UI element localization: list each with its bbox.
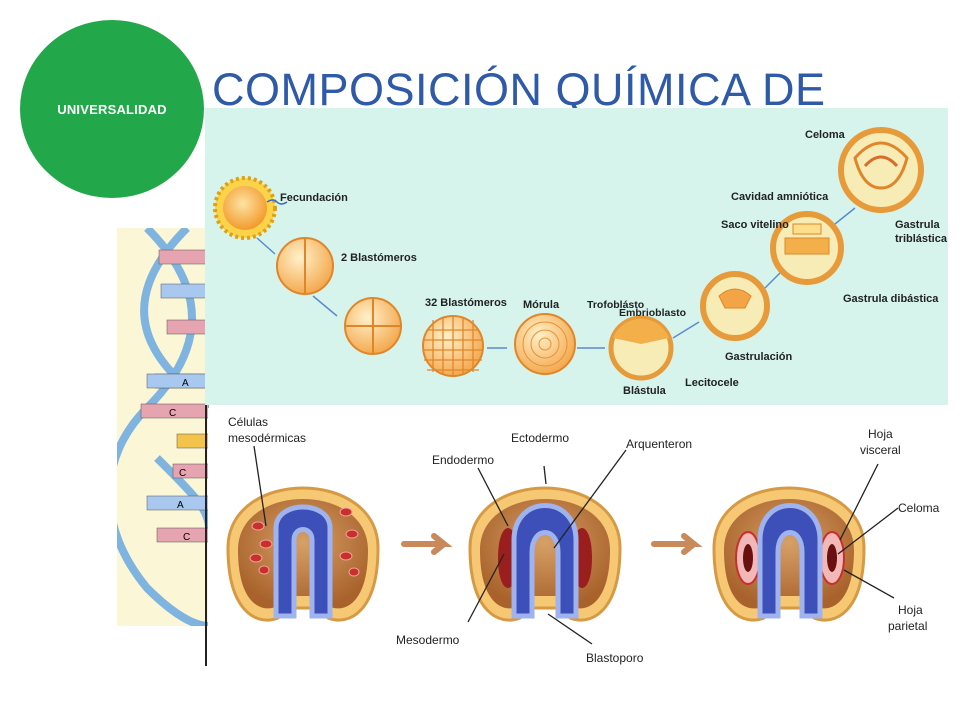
gastrula-cross-sections-diagram: Células mesodérmicas Ectodermo Endodermo…	[208, 408, 960, 670]
label-endoderm: Endodermo	[432, 453, 494, 467]
label-visceral: visceral	[860, 443, 901, 457]
stage-label: Gastrula dibástica	[843, 293, 939, 305]
stage-label: Mórula	[523, 299, 560, 311]
label-mesoderm: Mesodermo	[396, 633, 460, 647]
arrow-icon	[651, 533, 703, 555]
gastrula-early: Células mesodérmicas	[226, 415, 380, 622]
universality-badge: UNIVERSALIDAD	[20, 20, 204, 198]
label-parietal: parietal	[888, 619, 927, 633]
dna-base-label: C	[169, 408, 176, 419]
zygote-stage: Fecundación	[213, 176, 348, 240]
stage-label: triblástica	[895, 233, 948, 245]
gastrula-late: Hoja visceral Celoma Hoja parietal	[712, 427, 940, 633]
stage-label: 32 Blastómeros	[425, 297, 507, 309]
stage-label: Cavidad amniótica	[731, 191, 829, 203]
label-blastopore: Blastoporo	[586, 651, 644, 665]
label-archenteron: Arquenteron	[626, 437, 692, 451]
stage-label: Fecundación	[280, 192, 348, 204]
stage-label: Embrioblasto	[619, 307, 686, 319]
stage-label: Saco vitelino	[721, 219, 789, 231]
label-coelom: Celoma	[898, 501, 940, 515]
slide-title: COMPOSICIÓN QUÍMICA DE	[212, 64, 826, 115]
label-leaf: Hoja	[898, 603, 923, 617]
gastrula-middle: Ectodermo Endodermo Arquenteron Mesoderm…	[396, 431, 692, 665]
dna-base-label: A	[177, 500, 184, 511]
label-leaf: Hoja	[868, 427, 893, 441]
stage-label: Blástula	[623, 385, 667, 397]
label-ectoderm: Ectodermo	[511, 431, 569, 445]
stage-label: Gastrulación	[725, 351, 793, 363]
stage-label: Celoma	[805, 129, 846, 141]
divider-line	[205, 400, 207, 666]
didermic-gastrula-stage: Saco vitelino Cavidad amniótica Gastrula…	[721, 191, 939, 305]
badge-label: UNIVERSALIDAD	[57, 101, 167, 117]
embryo-development-diagram: Fecundación 2 Blastómeros 32 Blastóm	[205, 108, 948, 405]
morula-stage: Mórula	[514, 299, 576, 375]
dna-base-label: C	[183, 532, 190, 543]
stage-label: Trofoblásto	[587, 299, 644, 311]
gastrulation-stage: Gastrulación	[700, 271, 793, 363]
blastula-stage: Trofoblásto Embrioblasto Blástula Lecito…	[587, 299, 739, 397]
dna-base-pair: C	[140, 403, 209, 419]
label-cells: Células	[228, 415, 268, 429]
thirtytwo-cell-stage: 32 Blastómeros	[344, 297, 507, 377]
stage-label: 2 Blastómeros	[341, 252, 417, 264]
dna-base-pair: A	[146, 495, 209, 511]
dna-helix-image: A C C A C	[117, 228, 209, 626]
stage-label: Gastrula	[895, 219, 941, 231]
label-mesodermic: mesodérmicas	[228, 431, 306, 445]
stage-label: Lecitocele	[685, 377, 739, 389]
dna-base-pair: C	[172, 463, 209, 479]
two-cell-stage: 2 Blastómeros	[276, 237, 417, 295]
dna-base-pair: A	[146, 373, 209, 389]
dna-base-label: A	[182, 378, 189, 389]
dna-base-label: C	[179, 468, 186, 479]
arrow-icon	[401, 533, 453, 555]
dna-base-pair: C	[156, 527, 209, 543]
tridermic-gastrula-stage: Celoma Gastrula triblástica	[805, 127, 948, 245]
